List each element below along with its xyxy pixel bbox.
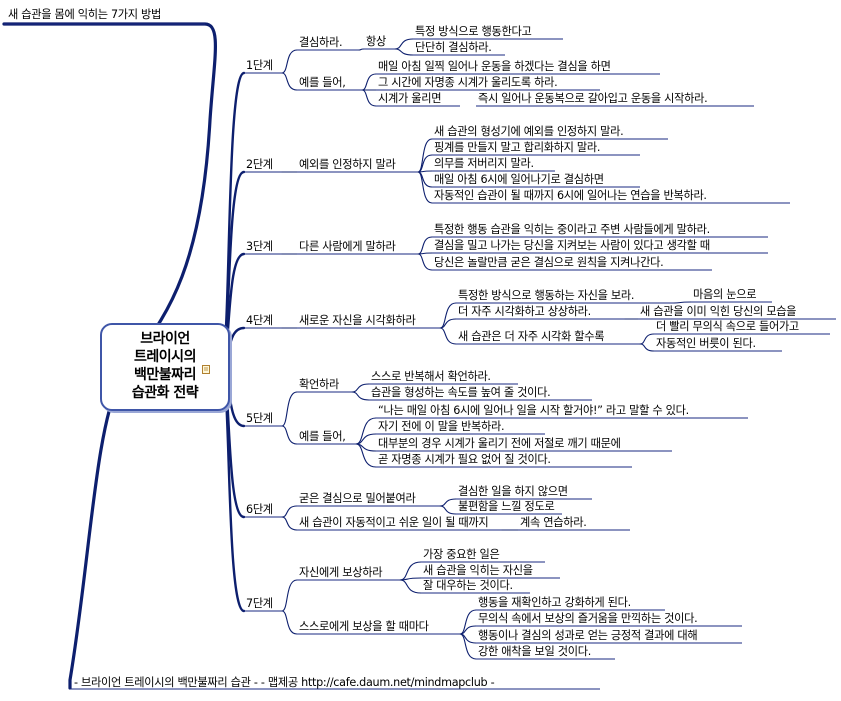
node-no-exception[interactable]: 예외를 인정하지 말라 bbox=[299, 158, 396, 171]
step-3-label[interactable]: 3단계 bbox=[246, 240, 273, 253]
node-text[interactable]: 결심을 밀고 나가는 당신을 지켜보는 사람이 있다고 생각할 때 bbox=[434, 239, 710, 252]
node-reward-self[interactable]: 자신에게 보상하라 bbox=[299, 566, 383, 579]
node-text[interactable]: 강한 애착을 보일 것이다. bbox=[478, 645, 591, 658]
connector-curve bbox=[281, 49, 298, 74]
connector-curve bbox=[351, 391, 370, 401]
connector-curve bbox=[459, 609, 477, 635]
node-text[interactable]: 계속 연습하라. bbox=[520, 516, 587, 529]
node-text[interactable]: 즉시 일어나 운동복으로 갈아입고 운동을 시작하라. bbox=[478, 92, 708, 105]
connector-curve bbox=[439, 318, 457, 329]
node-text[interactable]: 새 습관의 형성기에 예외를 인정하지 말라. bbox=[434, 125, 624, 138]
node-text[interactable]: 스스로 반복해서 확언하라. bbox=[371, 370, 491, 383]
central-topic-line: 브라이언 bbox=[140, 331, 190, 347]
node-text[interactable]: 곧 자명종 시계가 필요 없어 질 것이다. bbox=[378, 453, 551, 466]
node-text[interactable]: 그 시간에 자명종 시계가 울리도록 하라. bbox=[378, 76, 558, 89]
connector-curve bbox=[417, 236, 433, 255]
connector-curve bbox=[281, 579, 298, 612]
connector-curve bbox=[439, 327, 457, 345]
central-topic-line: 습관화 전략 bbox=[131, 385, 199, 401]
node-text[interactable]: 더 빨리 무의식 속으로 들어가고 bbox=[656, 320, 799, 333]
connector-curve bbox=[281, 610, 298, 635]
node-push-through[interactable]: 굳은 결심으로 밀어붙여라 bbox=[299, 492, 416, 505]
connector-curve bbox=[281, 391, 298, 427]
node-text[interactable]: 마음의 눈으로 bbox=[693, 288, 757, 301]
connector-curve bbox=[673, 301, 692, 304]
node-text[interactable]: 의무를 저버리지 말라. bbox=[434, 157, 534, 170]
node-text[interactable]: 매일 아침 일찍 일어나 운동을 하겠다는 결심을 하면 bbox=[378, 60, 611, 73]
node-text[interactable]: 행동이나 결심의 성과로 얻는 긍정적 결과에 대해 bbox=[478, 629, 698, 642]
node-text[interactable]: 자동적인 버릇이 된다. bbox=[656, 337, 756, 350]
connector-curve bbox=[394, 38, 414, 50]
connector-curve bbox=[281, 505, 298, 518]
central-topic-line: 트레이시의 bbox=[134, 349, 196, 365]
node-text[interactable]: 대부분의 경우 시계가 울리기 전에 저절로 깨기 때문에 bbox=[378, 437, 621, 450]
node-text[interactable]: 당신은 놀랄만큼 굳은 결심으로 원칙을 지켜나간다. bbox=[434, 256, 664, 269]
step-5-label[interactable]: 5단계 bbox=[246, 412, 273, 425]
node-text[interactable]: 새 습관은 더 자주 시각화 할수록 bbox=[458, 330, 605, 343]
connector-curve bbox=[459, 633, 477, 660]
node-text[interactable]: 새 습관을 익히는 자신을 bbox=[423, 564, 533, 577]
node-example[interactable]: 예를 들어, bbox=[299, 430, 346, 443]
node-text[interactable]: 핑계를 만들지 말고 합리화하지 말라. bbox=[434, 141, 601, 154]
central-topic[interactable]: 브라이언 트레이시의 백만불짜리 습관화 전략 bbox=[100, 323, 230, 411]
node-text[interactable]: 특정 방식으로 행동한다고 bbox=[415, 25, 532, 38]
connector-curve bbox=[281, 516, 298, 531]
connector-curve bbox=[417, 171, 433, 204]
connector-curve bbox=[355, 417, 377, 445]
node-text[interactable]: 특정한 행동 습관을 익히는 중이라고 주변 사람들에게 말하라. bbox=[434, 223, 710, 236]
connector-curve bbox=[439, 302, 457, 329]
node-text[interactable]: 단단히 결심하라. bbox=[415, 41, 492, 54]
connector-curve bbox=[639, 333, 655, 345]
central-topic-line: 백만불짜리 bbox=[134, 367, 196, 383]
node-text[interactable]: 불편함을 느낄 정도로 bbox=[458, 500, 555, 513]
connector-curve bbox=[361, 73, 377, 91]
node-text[interactable]: 자동적인 습관이 될 때까지 6시에 일어나는 연습을 반복하라. bbox=[434, 189, 707, 202]
map-title: 새 습관을 몸에 익히는 7가지 방법 bbox=[8, 8, 162, 21]
node-until-automatic[interactable]: 새 습관이 자동적이고 쉬운 일이 될 때까지 bbox=[299, 516, 489, 529]
node-affirm[interactable]: 확언하라 bbox=[299, 378, 339, 391]
connector-curve bbox=[281, 425, 298, 445]
note-icon[interactable] bbox=[202, 365, 211, 374]
connector-curve bbox=[281, 72, 298, 91]
footer-credit: - 브라이언 트레이시의 백만불짜리 습관 - - 맵제공 http://caf… bbox=[74, 676, 495, 689]
node-text[interactable]: 더 자주 시각화하고 상상하라. bbox=[458, 305, 591, 318]
connector-curve bbox=[417, 253, 433, 271]
connector-curve bbox=[639, 343, 655, 352]
node-text[interactable]: 무의식 속에서 보상의 즐거움을 만끽하는 것이다. bbox=[478, 612, 698, 625]
connector-curve bbox=[351, 383, 370, 393]
node-always[interactable]: 항상 bbox=[366, 35, 386, 48]
node-text[interactable]: 매일 아침 6시에 일어나기로 결심하면 bbox=[434, 173, 604, 186]
step-6-label[interactable]: 6단계 bbox=[246, 503, 273, 516]
step-2-label[interactable]: 2단계 bbox=[246, 158, 273, 171]
node-text[interactable]: 결심한 일을 하지 않으면 bbox=[458, 485, 568, 498]
node-text[interactable]: 행동을 재확인하고 강화하게 된다. bbox=[478, 596, 631, 609]
node-text[interactable]: 습관을 형성하는 속도를 높여 줄 것이다. bbox=[371, 386, 551, 399]
step-4-label[interactable]: 4단계 bbox=[246, 314, 273, 327]
node-decide[interactable]: 결심하라. bbox=[299, 36, 343, 49]
connector-curve bbox=[361, 89, 377, 107]
connector-curve bbox=[394, 48, 414, 56]
step-1-label[interactable]: 1단계 bbox=[246, 59, 273, 72]
connector-curve bbox=[355, 443, 377, 468]
node-tell-others[interactable]: 다른 사람에게 말하라 bbox=[299, 240, 396, 253]
node-alarm-rings[interactable]: 시계가 울리면 bbox=[378, 92, 442, 105]
connector-curve bbox=[399, 561, 422, 581]
connector-curve bbox=[358, 48, 365, 51]
node-text[interactable]: 가장 중요한 일은 bbox=[423, 548, 500, 561]
node-example[interactable]: 예를 들어, bbox=[299, 76, 346, 89]
connector-curve bbox=[399, 579, 422, 594]
step-7-label[interactable]: 7단계 bbox=[246, 597, 273, 610]
node-text[interactable]: 자기 전에 이 말을 반복하라. bbox=[378, 420, 505, 433]
node-text[interactable]: 새 습관을 이미 익힌 당신의 모습을 bbox=[640, 305, 797, 318]
node-text[interactable]: “나는 매일 아침 6시에 일어나 일을 시작 할거야!” 라고 말할 수 있다… bbox=[378, 404, 689, 417]
node-visualize[interactable]: 새로운 자신을 시각화하라 bbox=[299, 314, 416, 327]
node-text[interactable]: 잘 대우하는 것이다. bbox=[423, 579, 513, 592]
connector-curve bbox=[439, 498, 457, 507]
node-text[interactable]: 특정한 방식으로 행동하는 자신을 보라. bbox=[458, 289, 635, 302]
node-reward-each-time[interactable]: 스스로에게 보상을 할 때마다 bbox=[299, 620, 429, 633]
connector-curve bbox=[439, 505, 457, 515]
